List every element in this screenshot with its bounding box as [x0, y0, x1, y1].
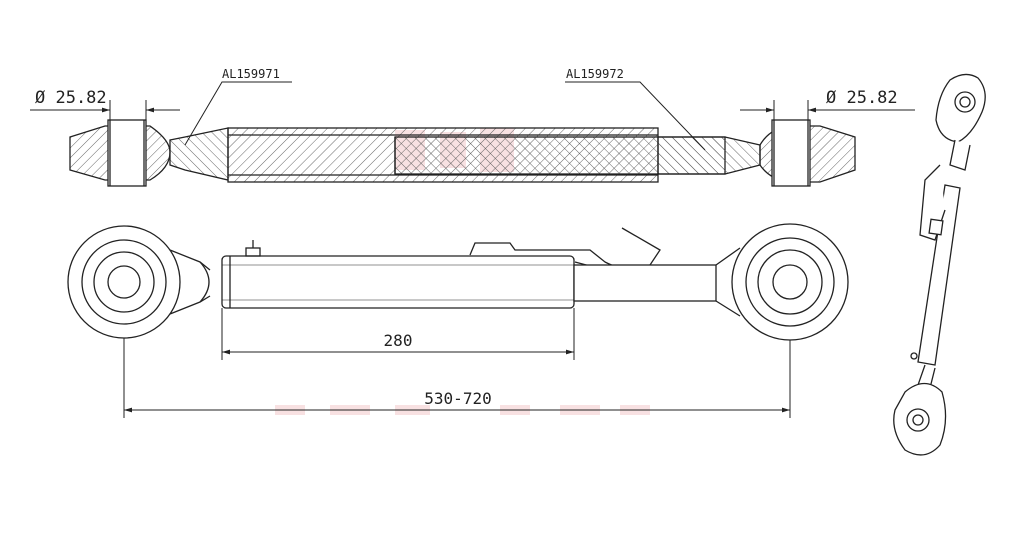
tube-length-dimension: [221, 308, 575, 360]
left-eye-bore: [107, 265, 141, 299]
elevation-view: [67, 223, 849, 341]
right-eye-bore: [772, 264, 808, 300]
right-eye-outer: [731, 223, 849, 341]
diameter-dim-right: [740, 100, 915, 120]
part-number-left: AL159971: [222, 67, 280, 81]
diameter-label-left: Ø 25.82: [35, 88, 107, 108]
overall-length-dimension: [123, 338, 791, 418]
left-eye-outer: [67, 225, 181, 339]
tube-length-label: 280: [384, 331, 413, 350]
left-threaded-rod-section: [169, 127, 229, 181]
overall-length-label: 530-720: [424, 389, 491, 408]
diameter-label-right: Ø 25.82: [826, 88, 898, 108]
right-bore: [771, 119, 811, 187]
grease-nipple: [245, 247, 261, 257]
part-leaders: [184, 81, 706, 151]
tube-perspective: [917, 184, 961, 366]
diameter-dim-left: [30, 100, 180, 120]
left-bore: [107, 119, 147, 187]
right-rod-elevation: [573, 264, 717, 302]
part-number-right: AL159972: [566, 67, 624, 81]
section-view: [69, 119, 856, 187]
perspective-view: [893, 73, 986, 456]
